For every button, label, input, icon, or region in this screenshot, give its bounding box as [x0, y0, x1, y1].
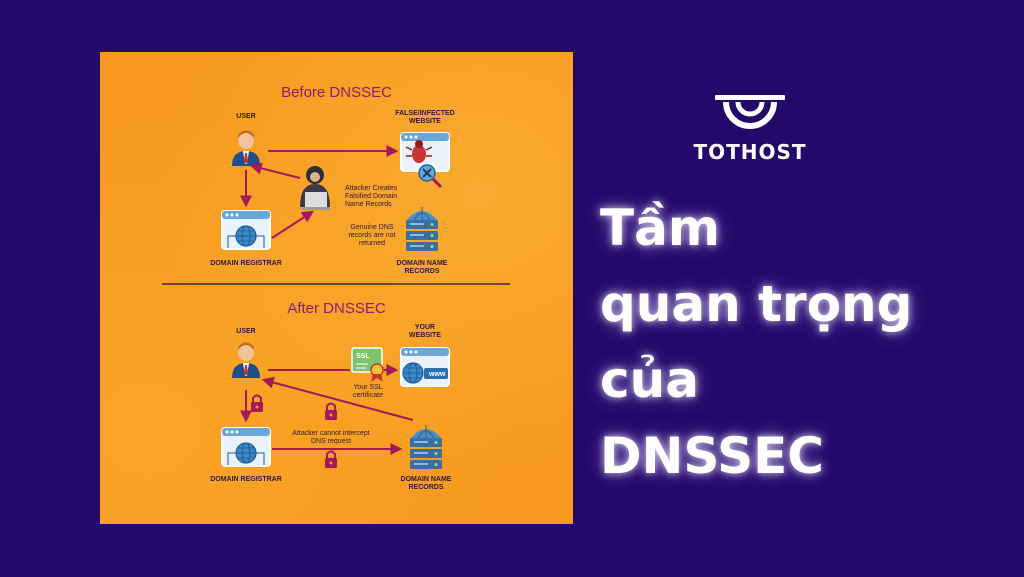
- arrow-attacker-to-user: [249, 162, 301, 179]
- false-website-label: FALSE/INFECTED WEBSITE: [395, 110, 455, 125]
- false-website-icon: [400, 132, 450, 189]
- lock-icon: [324, 450, 338, 469]
- dns-server-icon: [405, 206, 439, 252]
- registrar-label: DOMAIN REGISTRAR: [210, 476, 282, 483]
- arrow-dns-to-user: [261, 376, 414, 421]
- headline-line-1: Tầm: [600, 199, 720, 257]
- dnssec-diagram: SSL www Before DNSSEC USER FALSE/INFECTE…: [100, 52, 573, 524]
- brand-name: TOTHOST: [693, 140, 807, 164]
- your-website-icon: [400, 347, 450, 387]
- before-dnssec-title: Before DNSSEC: [281, 84, 392, 101]
- attacker-cannot-intercept-label: Attacker cannot intercept DNS request: [292, 430, 370, 445]
- tothost-logo-icon: [715, 95, 785, 129]
- user-label: USER: [236, 328, 256, 335]
- headline-line-4: DNSSEC: [600, 427, 824, 485]
- your-website-label: YOUR WEBSITE: [409, 324, 441, 339]
- headline-line-2: quan trọng: [600, 275, 913, 333]
- user-icon: [232, 342, 260, 378]
- ssl-certificate-label: Your SSL certificate: [353, 384, 383, 399]
- diagram-graphics: SSL www: [162, 130, 510, 470]
- domain-registrar-icon: [221, 427, 271, 467]
- registrar-label: DOMAIN REGISTRAR: [210, 260, 282, 267]
- after-dnssec-title: After DNSSEC: [287, 300, 386, 317]
- ssl-certificate-icon: [351, 347, 384, 382]
- www-badge: www: [428, 371, 446, 378]
- ssl-badge: SSL: [356, 353, 370, 360]
- dns-records-label: DOMAIN NAME RECORDS: [396, 260, 448, 275]
- headline-line-3: của: [600, 351, 699, 409]
- user-icon: [232, 130, 260, 166]
- dns-records-label: DOMAIN NAME RECORDS: [400, 476, 452, 491]
- dns-server-icon: [409, 424, 443, 470]
- domain-registrar-icon: [221, 210, 271, 250]
- lock-icon: [250, 394, 264, 413]
- arrow-registrar-to-attacker: [271, 210, 315, 239]
- attacker-label: Attacker Creates Falsified Domain Name R…: [345, 185, 398, 208]
- attacker-icon: [300, 166, 330, 210]
- user-label: USER: [236, 113, 256, 120]
- genuine-records-label: Genuine DNS records are not returned: [348, 224, 396, 247]
- lock-icon: [324, 402, 338, 421]
- headline: Tầm quan trọng của DNSSEC: [600, 190, 1010, 494]
